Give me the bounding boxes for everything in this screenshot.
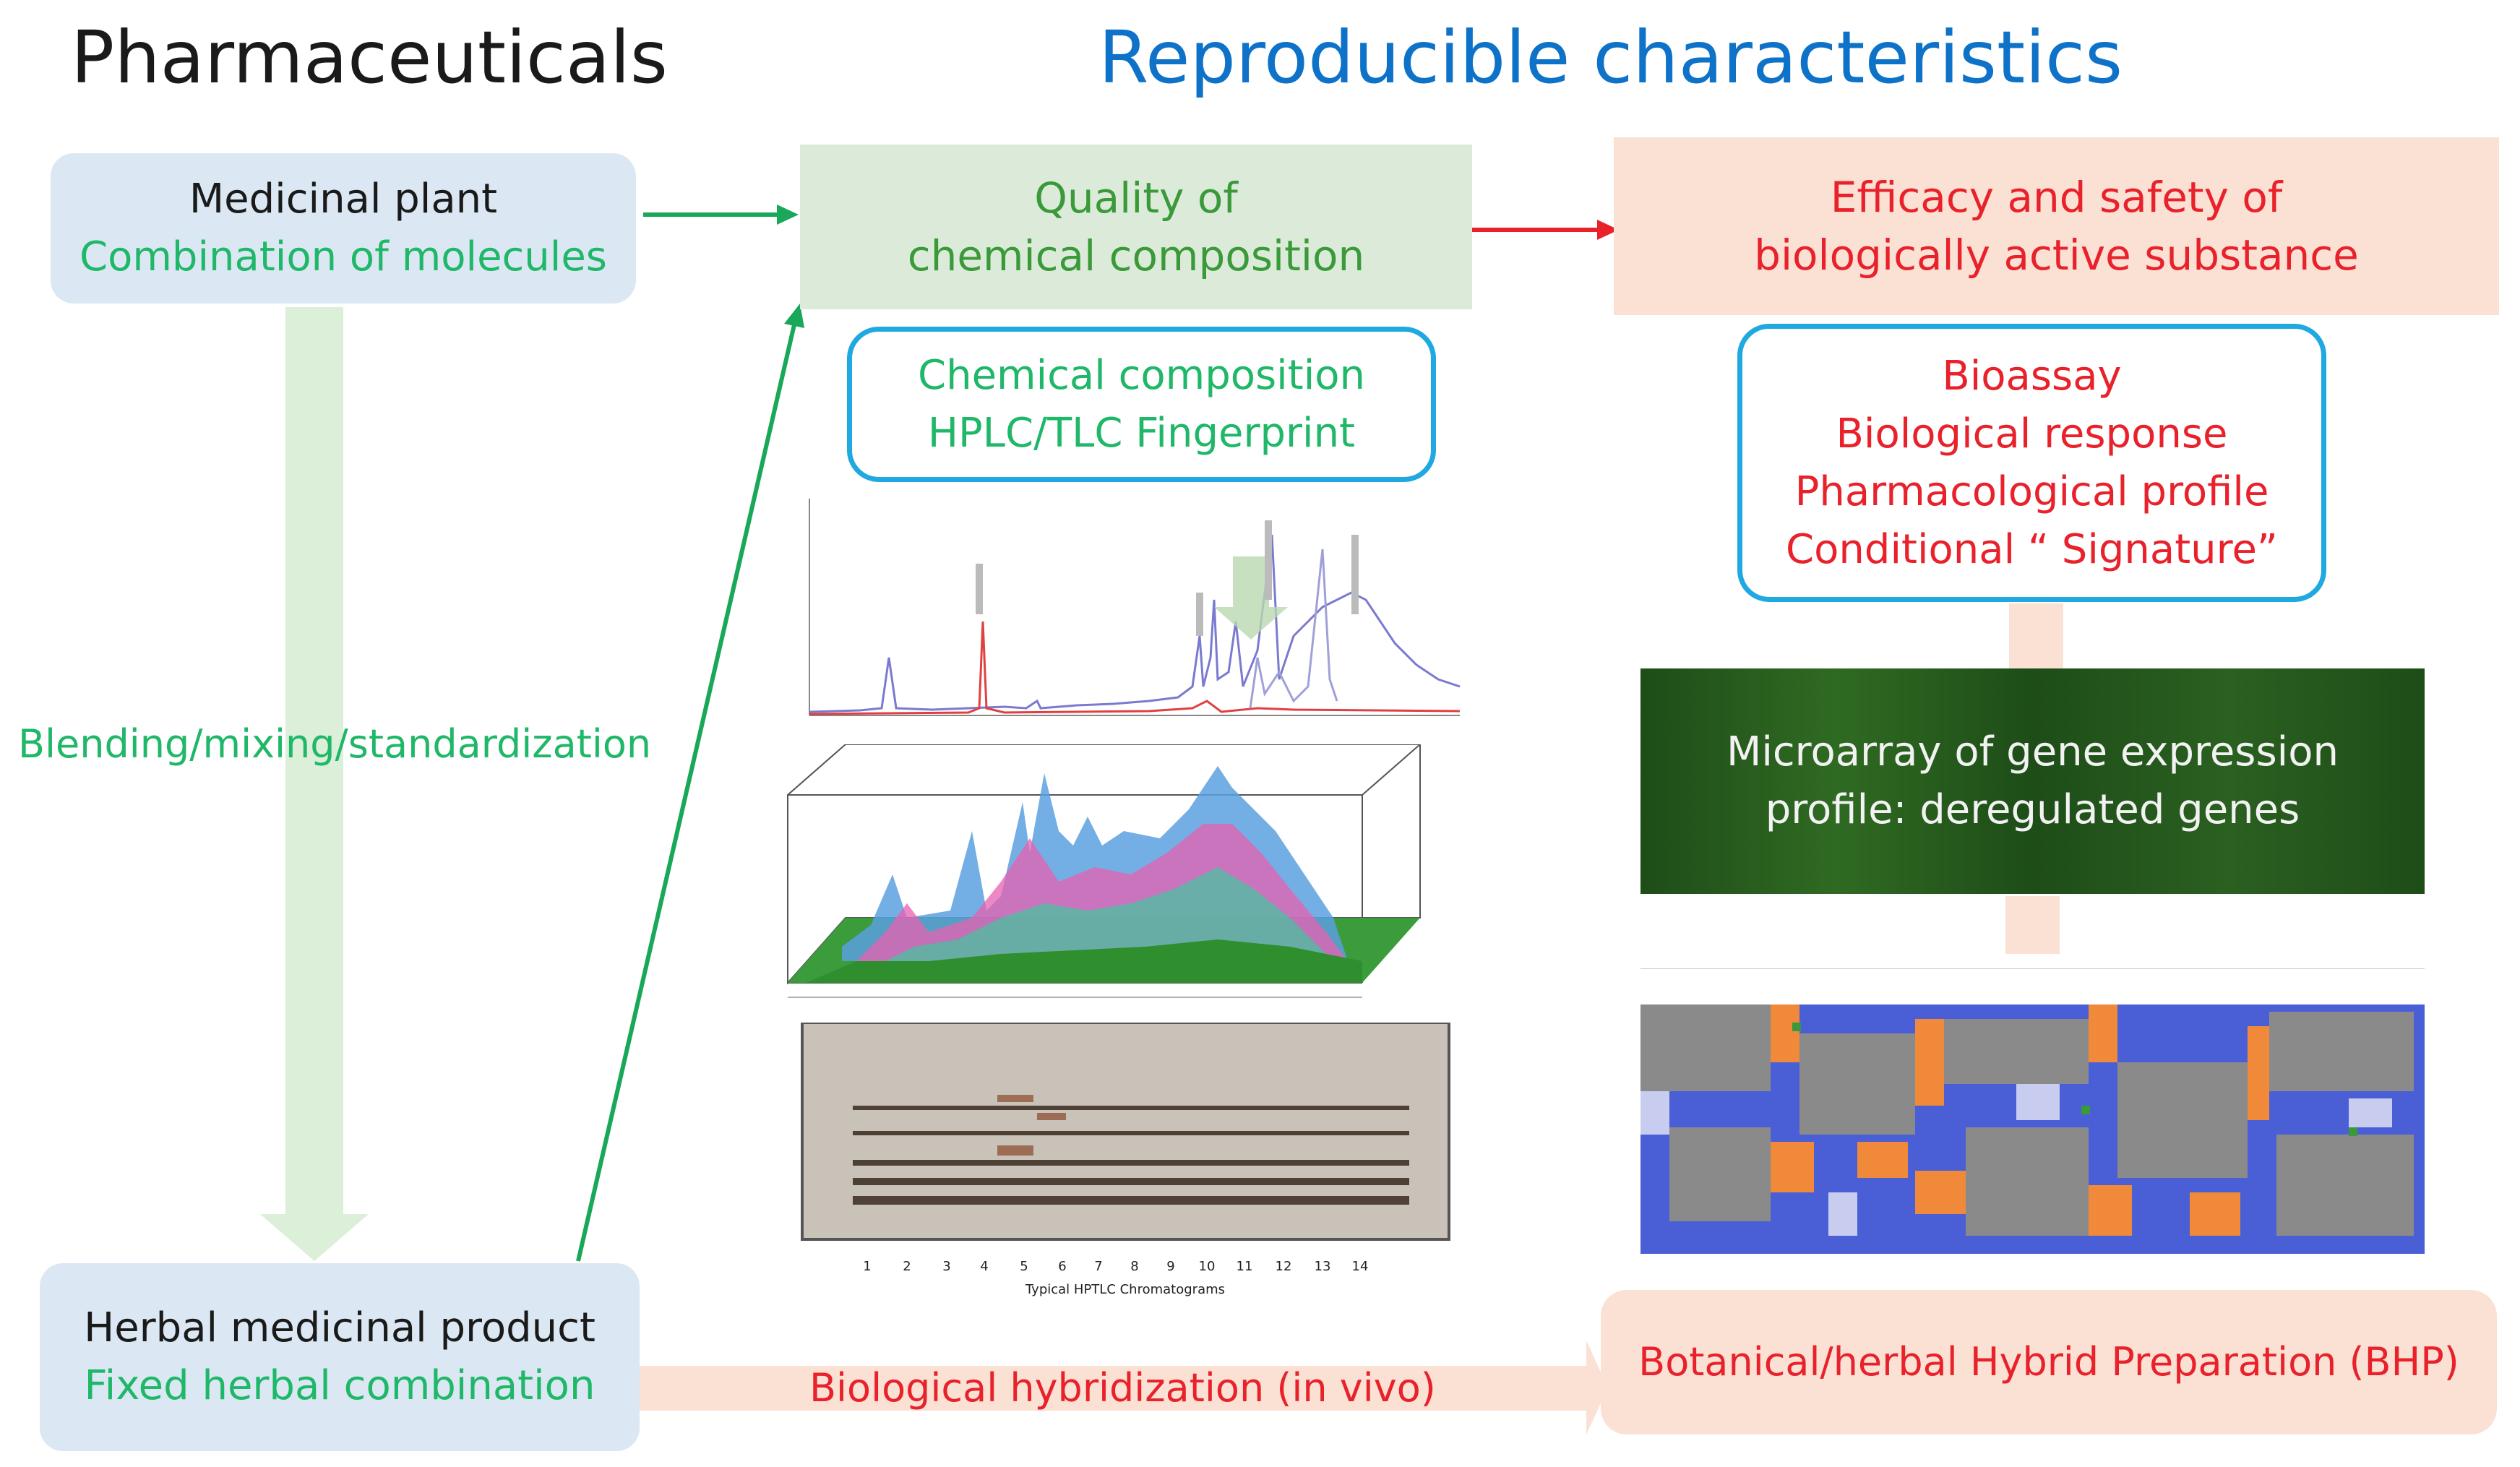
svg-text:14: 14 — [1352, 1259, 1369, 1274]
pharmaceuticals-title: Pharmaceuticals — [71, 15, 668, 100]
microarray-line1: Microarray of gene expression — [1726, 728, 2339, 775]
quality-line2: chemical composition — [907, 231, 1365, 280]
svg-text:7: 7 — [1094, 1259, 1102, 1274]
efficacy-box: Efficacy and safety of biologically acti… — [1614, 137, 2499, 315]
svg-text:1: 1 — [863, 1259, 871, 1274]
bhp-label: Botanical/herbal Hybrid Preparation (BHP… — [1638, 1339, 2459, 1385]
microarray-line2: profile: deregulated genes — [1765, 786, 2300, 833]
hybridization-arrow — [640, 1341, 1608, 1434]
svg-text:6: 6 — [1058, 1259, 1066, 1274]
fingerprint-label: HPLC/TLC Fingerprint — [927, 409, 1356, 457]
tlc-caption: Typical HPTLC Chromatograms — [1025, 1282, 1225, 1297]
svg-text:12: 12 — [1276, 1259, 1292, 1274]
chemical-composition-box: Chemical composition HPLC/TLC Fingerprin… — [847, 327, 1436, 482]
quality-to-efficacy-arrow — [1467, 220, 1619, 240]
hybridization-label: Biological hybridization (in vivo) — [809, 1365, 1436, 1411]
chemical-composition-label: Chemical composition — [917, 351, 1366, 399]
gene-expression-heatmap-image — [1640, 954, 2425, 1261]
tlc-plate-image: Typical HPTLC Chromatograms 1 2 3 4 5 6 … — [788, 1023, 1463, 1312]
svg-text:5: 5 — [1020, 1259, 1028, 1274]
combination-of-molecules-label: Combination of molecules — [79, 233, 607, 280]
svg-text:13: 13 — [1315, 1259, 1331, 1274]
bioassay-box: Bioassay Biological response Pharmacolog… — [1737, 324, 2326, 602]
hplc-chromatogram-image — [788, 491, 1463, 741]
tlc-lane-numbers: 1 2 3 4 5 6 7 8 9 10 11 12 13 14 — [863, 1259, 1368, 1274]
blending-arrow — [260, 307, 369, 1261]
svg-text:11: 11 — [1237, 1259, 1253, 1274]
fixed-herbal-combination-label: Fixed herbal combination — [84, 1362, 595, 1409]
herbal-product-label: Herbal medicinal product — [84, 1304, 595, 1351]
medicinal-plant-label: Medicinal plant — [189, 176, 498, 223]
svg-text:4: 4 — [980, 1259, 988, 1274]
plant-to-quality-arrow — [643, 205, 799, 225]
3d-chromatogram-image — [784, 744, 1467, 1019]
bioassay-line4: Conditional “ Signature” — [1786, 525, 2278, 573]
svg-text:8: 8 — [1130, 1259, 1138, 1274]
product-to-quality-arrow — [576, 304, 804, 1262]
bhp-box: Botanical/herbal Hybrid Preparation (BHP… — [1601, 1290, 2497, 1434]
svg-text:3: 3 — [942, 1259, 950, 1274]
microarray-box: Microarray of gene expression profile: d… — [1640, 668, 2425, 894]
quality-line1: Quality of — [1034, 173, 1238, 223]
bioassay-line3: Pharmacological profile — [1794, 468, 2269, 515]
blending-label: Blending/mixing/standardization — [18, 721, 652, 767]
svg-text:10: 10 — [1199, 1259, 1216, 1274]
bioassay-line1: Bioassay — [1942, 352, 2122, 400]
reproducible-characteristics-title: Reproducible characteristics — [1098, 15, 2123, 100]
quality-box: Quality of chemical composition — [800, 145, 1472, 309]
medicinal-plant-box: Medicinal plant Combination of molecules — [51, 153, 636, 304]
svg-text:9: 9 — [1166, 1259, 1174, 1274]
bioassay-line2: Biological response — [1836, 410, 2228, 457]
efficacy-line1: Efficacy and safety of — [1830, 173, 2283, 222]
herbal-product-box: Herbal medicinal product Fixed herbal co… — [40, 1263, 640, 1451]
svg-text:2: 2 — [903, 1259, 911, 1274]
efficacy-line2: biologically active substance — [1754, 231, 2359, 280]
